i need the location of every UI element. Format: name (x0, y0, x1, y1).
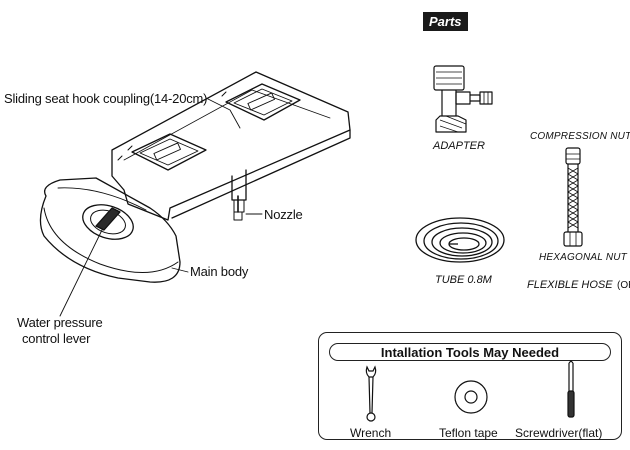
tube-coil-icon (415, 217, 505, 263)
lever-label-line1: Water pressure (17, 315, 103, 330)
main-body-label: Main body (190, 264, 249, 279)
control-lever-knob (95, 207, 121, 231)
nozzle-label: Nozzle (264, 207, 303, 222)
flexible-hose-label: FLEXIBLE HOSE (527, 279, 613, 291)
main-body-shape (39, 177, 181, 283)
knob-well (82, 204, 134, 240)
tools-title: Intallation Tools May Needed (329, 343, 611, 361)
teflon-tape-label: Teflon tape (439, 426, 498, 440)
flexible-hose-suffix: (OR) (617, 280, 630, 291)
teflon-tape-icon (454, 380, 488, 414)
tools-panel: Intallation Tools May Needed (318, 332, 622, 440)
screwdriver-icon (567, 360, 575, 418)
hook-callout-line (205, 97, 241, 129)
front-hook-slot (131, 133, 207, 171)
parts-title: Parts (423, 12, 468, 31)
bidet-plate-outline (111, 71, 351, 221)
wrench-icon (365, 365, 377, 422)
hexagonal-nut-label: HEXAGONAL NUT (539, 252, 627, 263)
screwdriver-label: Screwdriver(flat) (515, 426, 603, 440)
adapter-icon (433, 65, 493, 133)
flexible-hose-icon (563, 147, 583, 247)
lever-label-line2: control lever (22, 331, 91, 346)
nozzle-stem (231, 169, 247, 201)
tube-label: TUBE 0.8M (435, 274, 492, 286)
wrench-label: Wrench (350, 426, 392, 440)
sliding-hook-label: Sliding seat hook coupling(14-20cm) (4, 91, 208, 106)
rear-hook-slot (225, 83, 301, 121)
adapter-label: ADAPTER (433, 140, 485, 152)
lever-callout-line (59, 229, 103, 317)
flexible-hose-label-group: FLEXIBLE HOSE (OR) (527, 276, 630, 292)
main-body-callout-line (171, 267, 189, 273)
bidet-plate-edge (171, 129, 351, 219)
compression-nut-label: COMPRESSION NUT (530, 131, 630, 142)
tools-drawing (365, 360, 575, 422)
